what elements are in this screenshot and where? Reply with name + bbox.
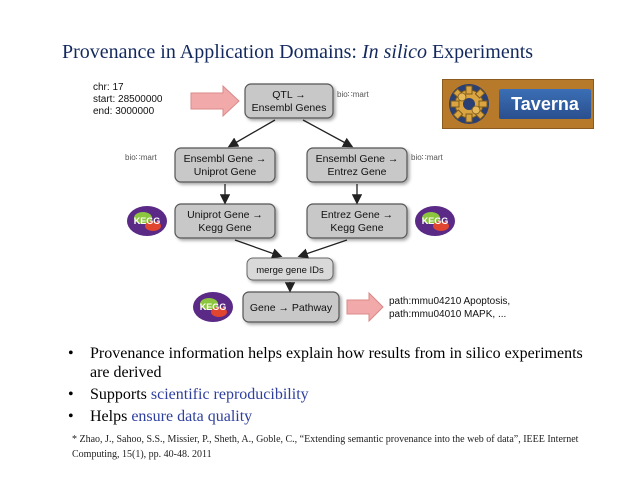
input-parameters: chr: 17 start: 28500000 end: 3000000 [93,82,163,117]
node-label: merge gene IDs [256,265,324,276]
bullet-marker: • [68,345,74,362]
slide-title: Provenance in Application Domains: In si… [62,40,533,64]
node-ensembl-entrez: Ensembl Gene → Entrez Gene [306,147,408,183]
kegg-logo-text: KEGG [134,216,161,226]
output-pathways: path:mmu04210 Apoptosis, path:mmu04010 M… [389,296,510,320]
input-line: start: 28500000 [93,94,163,105]
node-line: Uniprot Gene → [187,209,263,221]
kegg-logo-left: KEGG [127,206,167,236]
bullet-item: • Provenance information helps explain h… [62,344,602,382]
node-gene-pathway: Gene → Pathway [242,291,340,323]
input-line: end: 3000000 [93,106,155,117]
biomart-logo: bio∷mart [125,153,158,162]
kegg-logo-bottom: KEGG [193,292,233,322]
bullet-highlight: scientific reproducibility [150,386,309,403]
node-qtl-ensembl: QTL → Ensembl Genes [244,83,334,119]
taverna-label: Taverna [499,89,591,119]
node-uniprot-kegg: Uniprot Gene → Kegg Gene [174,203,276,239]
bullet-marker: • [68,386,74,403]
node-ensembl-uniprot: Ensembl Gene → Uniprot Gene [174,147,276,183]
node-merge-gene-ids: merge gene IDs [246,257,334,281]
node-label: Gene → Pathway [250,302,333,314]
biomart-logo: bio∷mart [337,90,370,99]
node-line: Ensembl Gene → [184,153,267,165]
workflow-diagram: chr: 17 start: 28500000 end: 3000000 QTL… [93,82,510,323]
kegg-logo-right: KEGG [415,206,455,236]
citation: * Zhao, J., Sahoo, S.S., Missier, P., Sh… [72,434,579,460]
title-italic: In silico [361,41,427,63]
kegg-logo-text: KEGG [200,302,227,312]
title-suffix: Experiments [426,41,534,63]
node-line: Entrez Gene → [321,209,393,221]
output-arrow-icon [346,291,384,323]
node-line: QTL → [272,89,305,101]
bullet-highlight: ensure data quality [131,408,253,425]
input-arrow-icon [190,84,240,118]
bullet-list: • Provenance information helps explain h… [62,344,602,429]
title-prefix: Provenance in Application Domains: [62,41,362,63]
gear-icon [449,84,489,124]
node-line: Uniprot Gene [194,166,257,178]
node-line: Kegg Gene [330,222,383,234]
node-line: Kegg Gene [198,222,251,234]
biomart-logo: bio∷mart [411,153,444,162]
node-line: Ensembl Gene → [316,153,399,165]
bullet-item: • Helps ensure data quality [62,407,602,426]
workflow-connectors [219,119,363,293]
output-line: path:mmu04010 MAPK, ... [389,309,506,320]
node-line: Entrez Gene [328,166,387,178]
input-line: chr: 17 [93,82,124,93]
kegg-logo-text: KEGG [422,216,449,226]
node-line: Ensembl Genes [252,102,327,114]
bullet-text: Supports [90,386,151,403]
bullet-item: • Supports scientific reproducibility [62,385,602,404]
output-line: path:mmu04210 Apoptosis, [389,296,510,307]
taverna-logo: Taverna [442,79,594,129]
bullet-text: Helps [90,408,132,425]
node-entrez-kegg: Entrez Gene → Kegg Gene [306,203,408,239]
bullet-text: Provenance information helps explain how… [90,345,583,381]
bullet-marker: • [68,408,74,425]
